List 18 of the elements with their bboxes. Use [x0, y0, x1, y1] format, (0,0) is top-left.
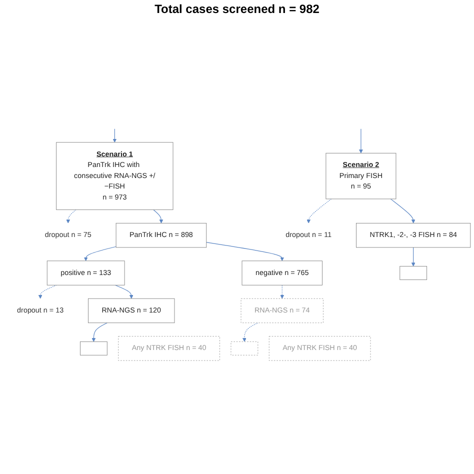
arrow — [358, 128, 363, 154]
arrow — [38, 284, 57, 299]
arrow — [411, 247, 416, 266]
note-text: Total cases screened n = 982 — [154, 2, 320, 16]
arrow — [92, 322, 108, 342]
node-box — [400, 266, 428, 280]
arrow — [84, 246, 116, 262]
node-box — [80, 341, 108, 356]
arrow — [242, 322, 258, 342]
arrow — [206, 242, 284, 262]
arrow — [280, 284, 284, 299]
arrow — [390, 198, 416, 224]
arrow — [306, 198, 332, 224]
arrow — [66, 209, 76, 224]
arrow — [153, 209, 164, 224]
arrow — [112, 128, 117, 143]
arrow — [114, 284, 134, 299]
node-box — [230, 341, 258, 356]
